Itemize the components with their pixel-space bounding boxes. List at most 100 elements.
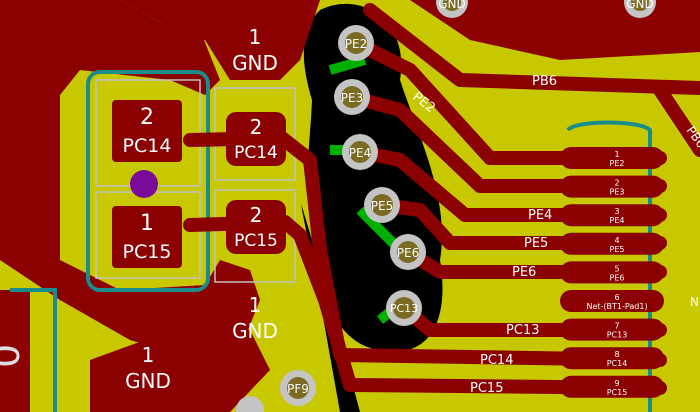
via-hole [631,0,649,11]
pad-number: 2 [250,115,263,139]
connector-pin-net: PC13 [607,331,628,340]
track-label-pe5: PE5 [524,236,548,251]
connector-pad-2[interactable] [560,175,664,198]
connector-pin-net: PE4 [610,216,625,225]
via-label: PE6 [397,246,419,260]
track-label-pc13: PC13 [506,323,539,338]
connector-pin-number: 6 [614,293,619,302]
pad-number: 2 [250,203,263,227]
pad-number: 1 [142,343,155,367]
via-partial [236,396,264,412]
pad-number: 1 [140,211,154,236]
connector-pad-3[interactable] [560,204,664,227]
connector-pads [560,147,664,398]
track-label-pe4: PE4 [528,208,552,223]
connector-pin-number: 5 [614,264,619,273]
connector-pin-number: 1 [614,150,619,159]
left-edge-glyph: 0 [0,344,28,368]
connector-pad-7[interactable] [560,318,664,341]
pad-net: GND [232,51,278,75]
pad-shape [226,112,286,166]
via-pe5[interactable]: PE5 [364,187,400,223]
connector-pin-net: PE3 [610,188,625,197]
xtal-pad-pc15[interactable]: 1 PC15 [112,206,182,268]
via-gnd-b[interactable]: GND [624,0,656,18]
connector-pad-5[interactable] [560,261,664,284]
connector-pin-number: 4 [614,236,619,245]
gnd-label-top: 1 GND [232,25,278,75]
connector-pad-4[interactable] [560,232,664,255]
gnd-copper-pour-bottom [90,320,270,412]
pad-net: GND [232,319,278,343]
via-pf9[interactable]: PF9 [280,370,316,406]
connector-pad-1[interactable] [560,147,664,169]
via-hole [393,297,415,319]
via-pe2[interactable]: PE2 [338,25,374,61]
via-label: PE3 [341,91,363,105]
connector-pin-net: PC15 [607,388,628,397]
gnd-copper-pour-top-right [410,0,700,60]
pad-shape [112,100,182,162]
via-gnd-a[interactable]: GND [436,0,468,18]
connector-courtyard [566,120,652,412]
connector-pin-net: PE5 [610,245,625,254]
pad-net: GND [125,369,171,393]
connector-pin-number: 2 [614,179,619,188]
connector-pad-9[interactable] [560,375,664,398]
via-pe4[interactable]: PE4 [342,134,378,170]
pad-net: PC14 [234,143,278,163]
gnd-copper-pour-top [120,0,320,80]
xtal-pad-pc14[interactable]: 2 PC14 [112,100,182,162]
pad-shape [226,200,286,254]
via-label: PE2 [345,37,367,51]
track-label-pe6: PE6 [512,265,536,280]
via-hole [287,377,309,399]
via-pc13[interactable]: PC13 [386,290,422,326]
connector-pin-net: Net-(BT1-Pad1) [586,302,647,311]
via-label: PF9 [287,382,309,396]
connector-pin-net: PE2 [610,159,625,168]
pad-net: PC15 [123,241,172,263]
via-hole [397,241,419,263]
track-label-pb6: PB6 [532,74,557,89]
via-hole [341,86,363,108]
via-label: PE4 [349,146,371,160]
connector-pad-6[interactable] [560,290,664,312]
connector-pin-number: 9 [614,379,619,388]
courtyard-left [10,288,57,412]
track-label-pc14: PC14 [480,353,513,368]
via-pe3[interactable]: PE3 [334,79,370,115]
via-pe6[interactable]: PE6 [390,234,426,270]
pad-number: 2 [140,105,154,130]
connector-pin-number: 7 [614,322,619,331]
via-label: PE5 [371,199,393,213]
pad-net: PC15 [234,231,278,251]
gnd-label-bottom: 1 GND [125,343,171,393]
track-pb6-diag [653,83,700,157]
via-hole [345,32,367,54]
track-pb6 [363,3,700,95]
xtal-courtyard [86,70,210,292]
cap-pad-pc14[interactable]: 2 PC14 [226,112,286,166]
via-label: GND [438,0,466,11]
track-label-pc15: PC15 [470,381,503,396]
via-hole [349,141,371,163]
pad-number: 1 [249,293,262,317]
left-edge-pad [0,290,30,412]
via-label: GND [626,0,654,11]
pad-number: 1 [249,25,262,49]
gnd-label-mid: 1 GND [232,293,278,343]
pad-shape [112,206,182,268]
cap-pad-pc15[interactable]: 2 PC15 [226,200,286,254]
via-hole [443,0,461,11]
connector-pin-net: PE6 [610,273,625,282]
via-label: PC13 [390,302,418,315]
pin1-marker [130,170,158,198]
gnd-copper-pour-top-left [0,0,260,360]
connector-pad-8[interactable] [560,347,664,370]
connector-edge-label: N [690,295,699,309]
connector-pin-number: 3 [614,207,619,216]
